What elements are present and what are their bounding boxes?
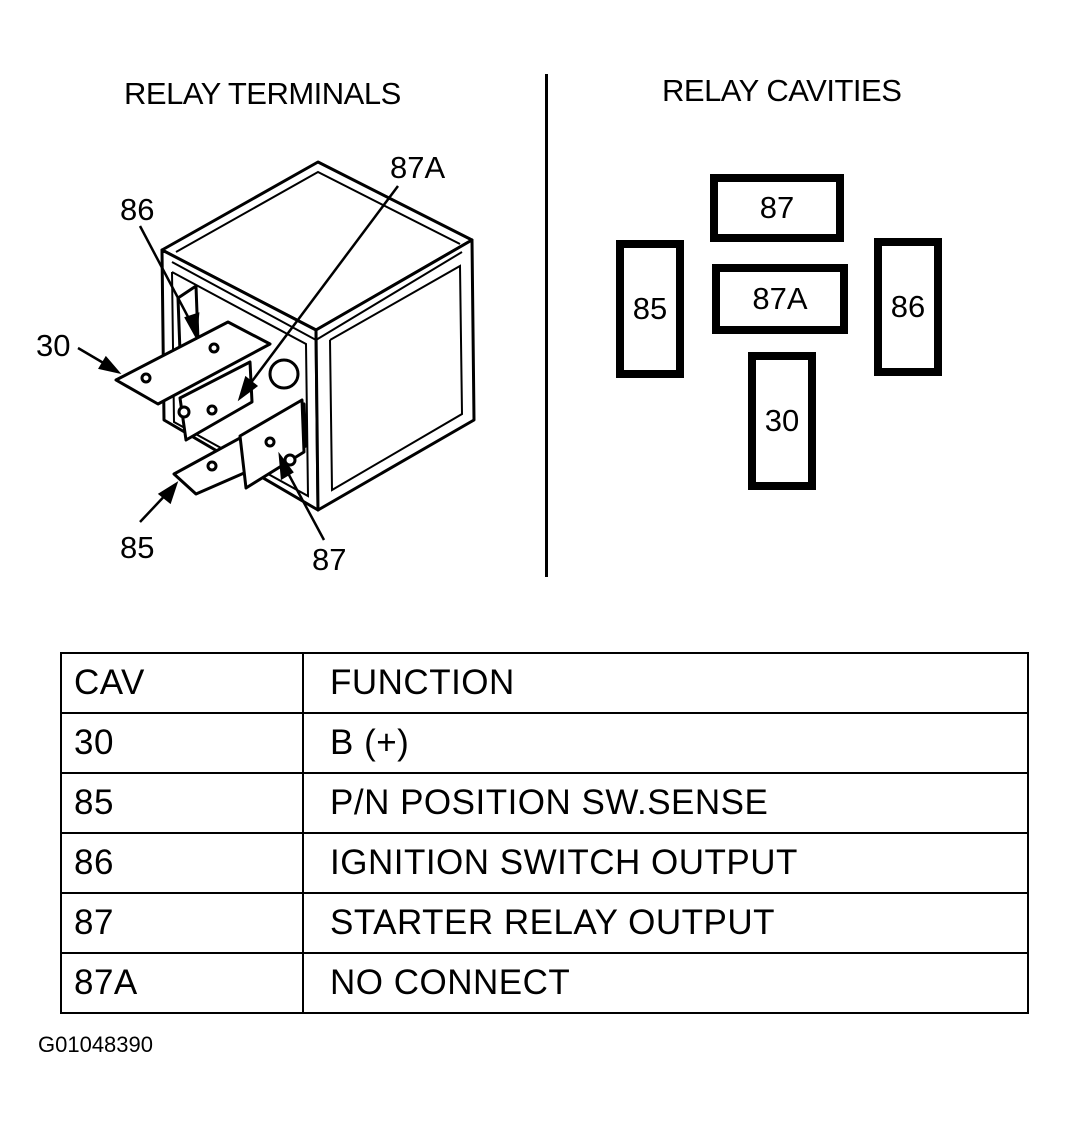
arrow-85 <box>157 481 179 505</box>
table-row: 30 B (+) <box>60 712 1029 774</box>
table-row: 87A NO CONNECT <box>60 952 1029 1014</box>
terminal-85-hole <box>206 460 218 472</box>
arrow-86 <box>184 312 200 341</box>
cavity-87a-label: 87A <box>752 281 808 316</box>
cavity-85-label: 85 <box>632 291 668 326</box>
relay-cavities-heading: RELAY CAVITIES <box>662 73 902 108</box>
cavity-30-label: 30 <box>764 403 800 438</box>
cavity-86-label: 86 <box>890 289 926 324</box>
terminal-label-87a: 87A <box>390 150 446 185</box>
cavity-function-table: CAV FUNCTION 30 B (+) 85 P/N POSITION SW… <box>60 652 1029 1014</box>
header-function: FUNCTION <box>302 652 1029 714</box>
row-cav: 87 <box>60 892 304 954</box>
terminal-label-87: 87 <box>312 542 347 577</box>
terminal-87a-hole <box>206 404 218 416</box>
terminal-87-hole <box>264 436 276 448</box>
terminal-label-30: 30 <box>36 328 71 363</box>
arrow-30 <box>98 355 122 375</box>
relay-illustration <box>77 160 476 541</box>
panel-divider <box>545 74 548 577</box>
leader-86 <box>138 225 198 333</box>
cavity-30: 30 <box>748 352 816 490</box>
cavity-85: 85 <box>616 240 684 378</box>
arrow-87 <box>278 451 294 481</box>
terminal-87a-blade <box>178 360 254 442</box>
row-function: P/N POSITION SW.SENSE <box>302 772 1029 834</box>
row-cav: 86 <box>60 832 304 894</box>
relay-mount-hole <box>268 358 300 390</box>
row-function: NO CONNECT <box>302 952 1029 1014</box>
cavity-87a: 87A <box>712 264 848 334</box>
relay-side-inset <box>329 264 464 492</box>
relay-side-face <box>314 238 476 512</box>
relay-top-bevel <box>175 170 461 253</box>
row-function: B (+) <box>302 712 1029 774</box>
terminal-87-small <box>283 453 297 467</box>
terminal-30-hole <box>140 372 152 384</box>
table-row: 85 P/N POSITION SW.SENSE <box>60 772 1029 834</box>
row-cav: 30 <box>60 712 304 774</box>
header-cav: CAV <box>60 652 304 714</box>
terminal-label-86: 86 <box>120 192 155 227</box>
figure-id: G01048390 <box>38 1032 153 1057</box>
table-header-row: CAV FUNCTION <box>60 652 1029 714</box>
row-cav: 87A <box>60 952 304 1014</box>
relay-top-bevel-front <box>171 251 463 342</box>
terminal-label-85: 85 <box>120 530 155 565</box>
arrow-87a <box>237 375 259 402</box>
terminal-30-hole-2 <box>208 342 220 354</box>
table-row: 86 IGNITION SWITCH OUTPUT <box>60 832 1029 894</box>
leader-87a <box>242 185 400 393</box>
terminal-87a-small <box>177 405 191 419</box>
row-function: STARTER RELAY OUTPUT <box>302 892 1029 954</box>
cavity-86: 86 <box>874 238 942 376</box>
table-row: 87 STARTER RELAY OUTPUT <box>60 892 1029 954</box>
row-function: IGNITION SWITCH OUTPUT <box>302 832 1029 894</box>
cavity-87: 87 <box>710 174 844 242</box>
terminal-30-blade <box>114 320 272 406</box>
cavity-87-label: 87 <box>759 190 795 225</box>
row-cav: 85 <box>60 772 304 834</box>
relay-terminals-heading: RELAY TERMINALS <box>124 76 401 111</box>
